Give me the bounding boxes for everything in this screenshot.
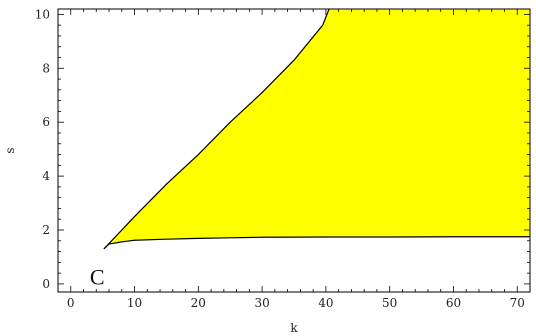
annotations: C [90,265,105,290]
y-axis-label: s [3,147,17,153]
x-axis-label: k [290,321,298,335]
y-tick-label: 0 [42,277,50,291]
upper-boundary-line [103,8,330,250]
x-tick-label: 70 [510,296,525,310]
axis-tick-labels: 0 10 20 30 40 50 60 70 0 2 4 6 8 10 [35,7,525,310]
x-tick-label: 40 [318,296,333,310]
y-tick-label: 10 [35,7,50,21]
y-tick-label: 2 [42,223,50,237]
y-tick-label: 4 [42,169,50,183]
y-tick-label: 8 [42,61,50,75]
boundary-curves-layer [103,8,530,250]
stable-region [103,9,531,249]
x-tick-label: 30 [254,296,269,310]
lower-boundary-line [103,236,530,250]
axis-ticks [58,9,530,292]
x-tick-label: 10 [127,296,142,310]
stable-region-layer [103,9,531,249]
x-tick-label: 20 [191,296,206,310]
plot-frame [57,8,531,293]
x-tick-label: 60 [446,296,461,310]
x-tick-label: 50 [382,296,397,310]
y-tick-label: 6 [42,115,50,129]
annotation-label: C [90,265,105,290]
x-tick-label: 0 [67,296,75,310]
